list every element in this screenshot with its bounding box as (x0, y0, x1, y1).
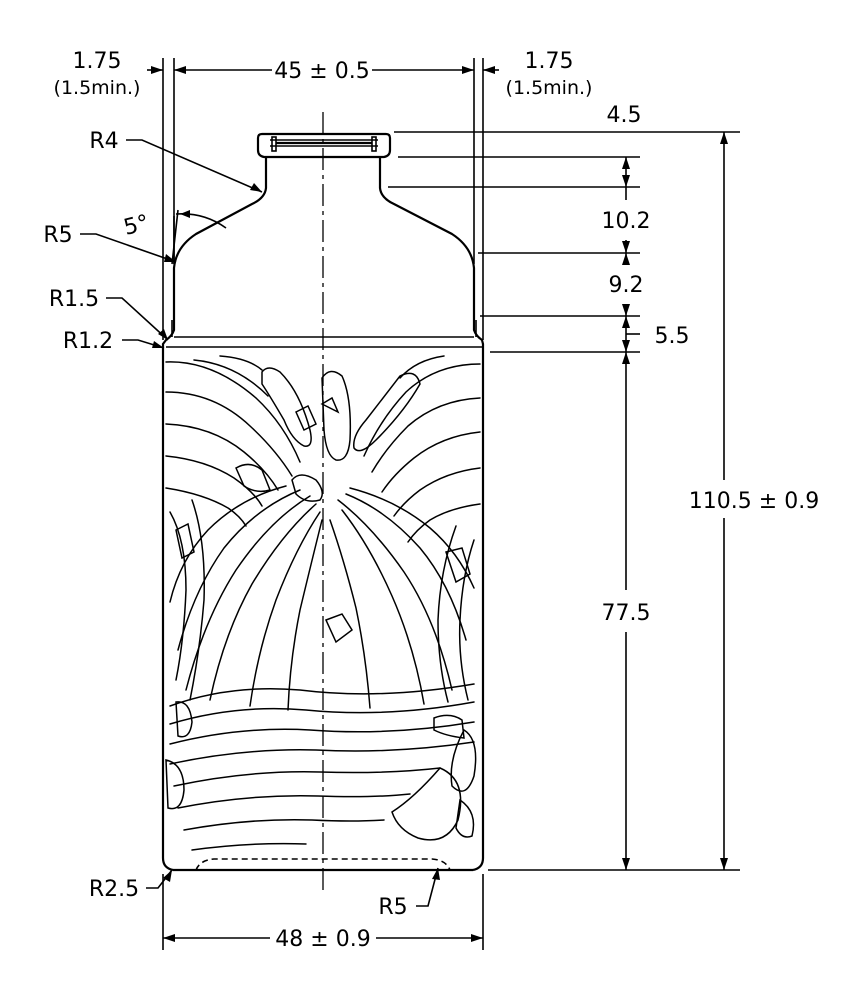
transition-height-label: 5.5 (655, 324, 690, 349)
radius-leaders (80, 139, 440, 907)
left-wall-label: 1.75 (73, 49, 122, 74)
finish-height-label: 4.5 (607, 103, 642, 128)
right-wall-note: (1.5min.) (506, 77, 593, 99)
decorative-relief-pattern (165, 355, 481, 851)
radius-labels: R4 R5 R1.5 R1.2 R2.5 R5 (43, 129, 407, 920)
body-width-label: 48 ± 0.9 (275, 927, 370, 952)
base-dome-radius-label: R5 (378, 895, 407, 920)
shoulder-width-label: 45 ± 0.5 (274, 59, 369, 84)
dimension-lines (147, 66, 728, 942)
dimension-labels: 1.75 (1.5min.) 1.75 (1.5min.) 45 ± 0.5 4… (54, 49, 820, 952)
shoulder-height-label: 9.2 (609, 273, 644, 298)
upper-corner-radius-label: R1.5 (49, 287, 99, 312)
lower-corner-radius-label: R1.2 (63, 329, 113, 354)
shoulder-radius-label: R5 (43, 223, 72, 248)
angle-label: 5° (121, 211, 151, 241)
total-height-label: 110.5 ± 0.9 (689, 489, 819, 514)
base-corner-radius-label: R2.5 (89, 877, 139, 902)
body-height-label: 77.5 (602, 601, 651, 626)
left-wall-note: (1.5min.) (54, 77, 141, 99)
neck-height-label: 10.2 (602, 209, 651, 234)
extension-lines (162, 58, 740, 950)
right-wall-label: 1.75 (525, 49, 574, 74)
neck-radius-label: R4 (89, 129, 118, 154)
